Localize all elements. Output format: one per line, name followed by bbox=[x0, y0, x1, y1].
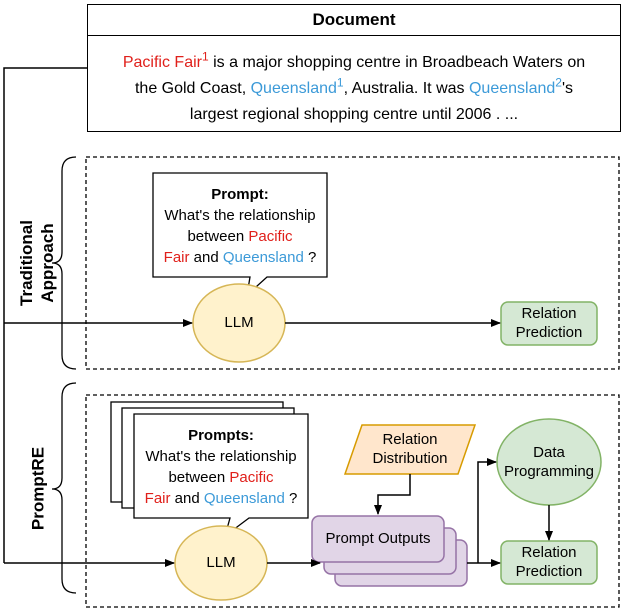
document-seg4: 's bbox=[561, 80, 574, 97]
entity-queensland-1-sup: 1 bbox=[336, 75, 344, 90]
arrow-distribution-to-outputs bbox=[374, 474, 411, 515]
entity-queensland-1: Queensland bbox=[250, 80, 337, 97]
document-title: Document bbox=[88, 5, 620, 36]
document-box: Document Pacific Fair1 is a major shoppi… bbox=[87, 4, 621, 132]
promptre-relation-prediction-box bbox=[500, 540, 598, 585]
document-seg1: is a major shopping centre in Broadbeach… bbox=[208, 54, 586, 71]
promptre-prompt-title: Prompts: bbox=[188, 427, 254, 444]
entity-pacific-fair: Pacific Fair bbox=[122, 54, 202, 71]
document-feed-line bbox=[3, 67, 87, 563]
entity-pacific-fair-sup: 1 bbox=[201, 49, 209, 64]
promptre-prompt-text: Prompts: What's the relationship between… bbox=[144, 427, 298, 507]
entity-queensland-2: Queensland bbox=[468, 80, 556, 97]
promptre-llm-label: LLM bbox=[206, 554, 236, 571]
document-seg5: largest regional shopping centre until 2… bbox=[189, 106, 519, 123]
relation-distribution-label: Relation Distribution bbox=[372, 431, 448, 467]
entity-queensland-2-sup: 2 bbox=[555, 75, 562, 90]
traditional-brace bbox=[51, 156, 77, 370]
traditional-approach-label: Traditional Approach bbox=[17, 220, 57, 306]
traditional-llm-label: LLM bbox=[224, 314, 254, 331]
prompt-outputs-label: Prompt Outputs bbox=[325, 530, 431, 547]
document-seg2: the Gold Coast, bbox=[134, 80, 251, 97]
traditional-relation-prediction-box bbox=[500, 301, 598, 346]
document-text: Pacific Fair1 is a major shopping centre… bbox=[88, 36, 620, 128]
promptre-label: PromptRE bbox=[28, 446, 48, 531]
document-seg3: , Australia. It was bbox=[343, 80, 469, 97]
relation-distribution-node bbox=[343, 424, 477, 475]
promptre-brace bbox=[51, 382, 77, 594]
promptre-prediction-label: Relation Prediction bbox=[515, 544, 583, 580]
traditional-prompt-title: Prompt: bbox=[211, 186, 269, 203]
prompt-outputs-box bbox=[311, 515, 445, 563]
traditional-prediction-label: Relation Prediction bbox=[515, 305, 583, 341]
traditional-prompt-text: Prompt: What's the relationship between … bbox=[163, 186, 317, 266]
traditional-prompt-bubble bbox=[152, 172, 328, 297]
promptre-prompt-bubble bbox=[133, 413, 309, 538]
promptre-section-box bbox=[85, 394, 620, 608]
arrow-outputs-to-data-programming bbox=[477, 458, 497, 563]
traditional-section-box bbox=[85, 156, 620, 370]
data-programming-label: Data Programming bbox=[503, 444, 595, 480]
